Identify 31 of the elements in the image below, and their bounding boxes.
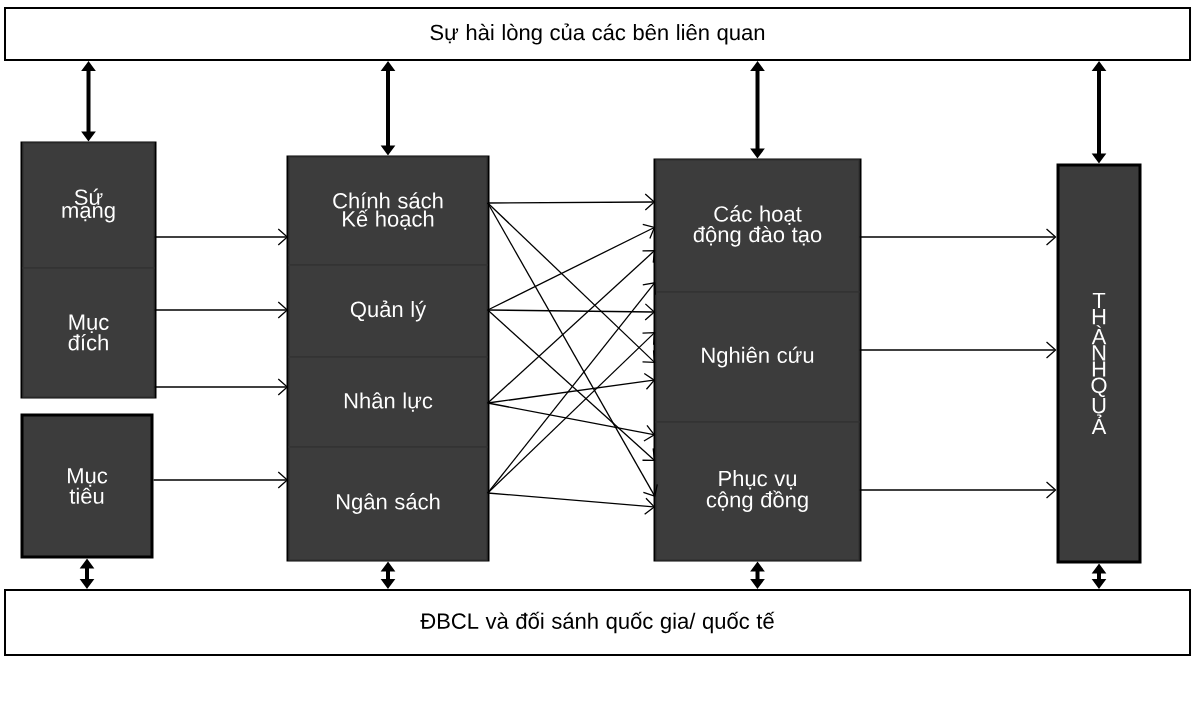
arrow (487, 492, 656, 515)
process-box: Nghiên cứu (655, 291, 860, 423)
process-box: Mục tiêu (20, 413, 154, 559)
process-box: Quản lý (288, 264, 488, 358)
arrow (154, 378, 289, 396)
outcome-box: THÀNH QUẢ (1056, 163, 1142, 564)
arrow (152, 471, 289, 489)
process-box: Mục đích (22, 267, 155, 398)
arrow (859, 228, 1057, 246)
arrow (487, 303, 656, 321)
process-box: Các hoạt động đào tạo (655, 159, 860, 293)
band-box: Sự hài lòng của các bên liên quan (4, 7, 1191, 61)
arrow (487, 202, 658, 497)
arrow (487, 193, 656, 211)
arrow (859, 341, 1057, 359)
arrow (154, 228, 289, 246)
arrow (487, 332, 656, 494)
process-box: Ngân sách (288, 446, 488, 561)
arrow (487, 402, 656, 442)
process-box: Chính sách Kế hoạch (288, 156, 488, 266)
band-box: ĐBCL và đối sánh quốc gia/ quốc tế (4, 589, 1191, 656)
arrow (487, 202, 656, 363)
arrow (859, 481, 1057, 499)
process-box: Sứ mạng (22, 142, 155, 269)
arrow (487, 309, 656, 461)
process-box: Nhân lực (288, 356, 488, 448)
arrow (487, 250, 656, 404)
arrow (154, 301, 289, 319)
arrow (487, 223, 656, 311)
arrow (487, 372, 656, 404)
process-box: Phục vụ cộng đồng (655, 421, 860, 561)
